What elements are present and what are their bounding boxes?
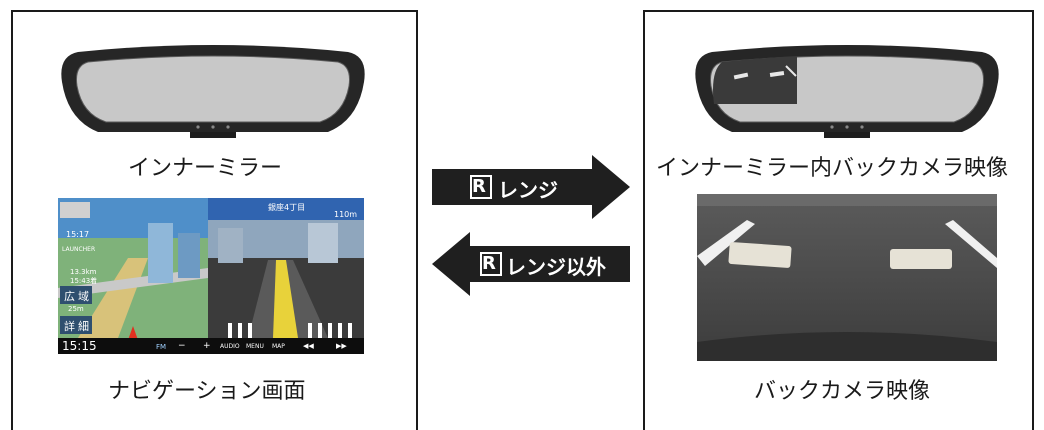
- inner-mirror-camera-illustration: [695, 45, 999, 138]
- current-position-marker: [128, 326, 138, 340]
- nav-audio-button[interactable]: AUDIO: [220, 343, 240, 350]
- navigation-screen: 15:17 LAUNCHER 13.3km 15:43着 広域 25m 詳細 銀…: [58, 198, 364, 354]
- nav-detail-button[interactable]: 詳細: [64, 320, 92, 333]
- nav-clock-small: 15:17: [66, 230, 90, 239]
- inner-mirror-caption: インナーミラー: [128, 156, 283, 181]
- left-panel: [11, 10, 418, 430]
- non-r-range-label: レンジ以外: [506, 255, 606, 279]
- inner-mirror-camera-caption: インナーミラー内バックカメラ映像: [656, 156, 1009, 181]
- nav-distance: 13.3km: [70, 268, 97, 276]
- nav-menu-button[interactable]: MENU: [246, 343, 264, 350]
- nav-launcher[interactable]: LAUNCHER: [62, 246, 96, 253]
- navigation-caption: ナビゲーション画面: [108, 379, 306, 404]
- nav-map-button[interactable]: MAP: [272, 343, 285, 350]
- nav-plus-button[interactable]: +: [203, 341, 211, 351]
- back-camera-image: [697, 194, 997, 361]
- right-panel: [643, 10, 1034, 430]
- r-range-label: レンジ: [498, 178, 558, 202]
- nav-zoom: 25m: [68, 305, 84, 313]
- nav-intersection-distance: 110m: [334, 210, 358, 219]
- nav-clock-main: 15:15: [62, 339, 97, 353]
- nav-wide-button[interactable]: 広域: [64, 290, 92, 303]
- nav-eta: 15:43着: [70, 277, 98, 285]
- inner-mirror-illustration: [61, 45, 365, 138]
- nav-minus-button[interactable]: −: [178, 341, 186, 351]
- non-r-range-badge: R: [482, 253, 496, 274]
- nav-prev-button[interactable]: ◀◀: [303, 342, 314, 350]
- r-range-arrow: [432, 155, 630, 219]
- nav-next-button[interactable]: ▶▶: [336, 342, 347, 350]
- back-camera-caption: バックカメラ映像: [754, 379, 931, 404]
- nav-fm-label: FM: [156, 343, 167, 351]
- navigation-map: [58, 198, 364, 354]
- non-r-range-arrow: [432, 232, 630, 296]
- nav-intersection: 銀座4丁目: [268, 203, 306, 212]
- r-range-badge: R: [472, 176, 486, 197]
